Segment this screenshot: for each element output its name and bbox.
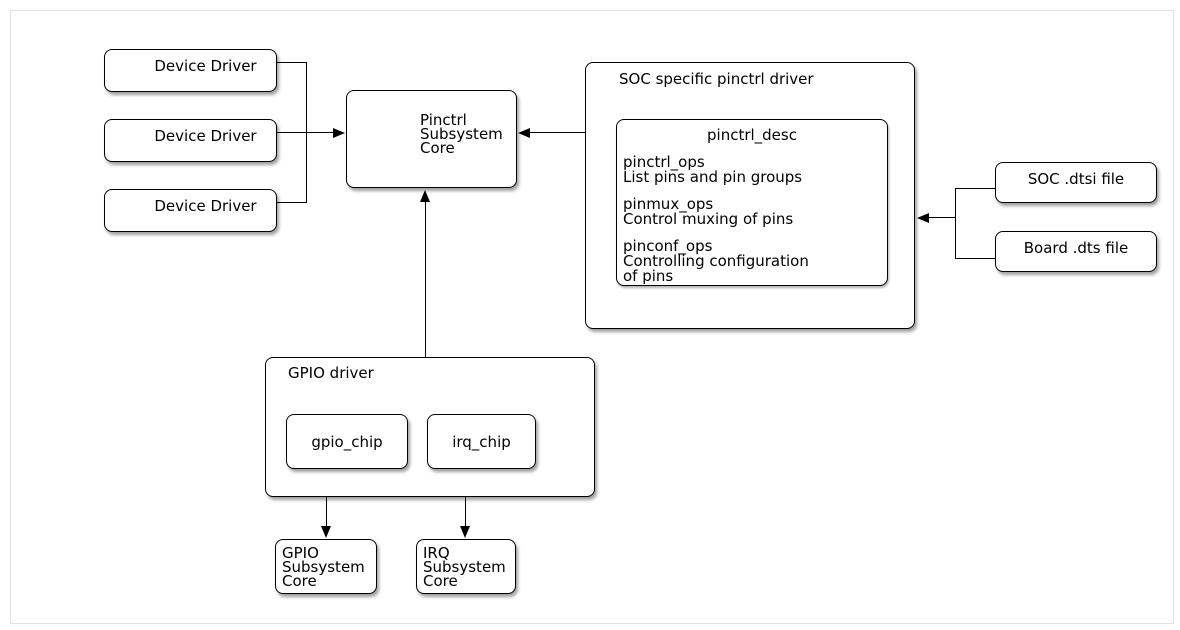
board-dts-file-box: Board .dts file — [995, 231, 1157, 272]
connector-device-driver-3 — [277, 202, 306, 203]
desc-entry-pinctrl-ops: pinctrl_ops List pins and pin groups — [623, 155, 887, 185]
pinctrl-subsystem-core-box: Pinctrl Subsystem Core — [346, 90, 517, 188]
device-driver-label: Device Driver — [154, 127, 257, 145]
arrowhead-into-pinctrl-core-bottom — [420, 190, 430, 202]
gpio-chip-box: gpio_chip — [286, 414, 408, 469]
gpio-driver-box: GPIO driver gpio_chip irq_chip — [265, 357, 595, 497]
arrowhead-into-pinctrl-core-left — [333, 128, 345, 138]
pinctrl-desc-entries: pinctrl_ops List pins and pin groups pin… — [617, 155, 887, 284]
ops-name: pinctrl_ops — [623, 153, 705, 171]
ops-name: pinconf_ops — [623, 237, 713, 255]
gpio-driver-title: GPIO driver — [288, 364, 374, 382]
soc-dtsi-file-box: SOC .dtsi file — [995, 162, 1157, 203]
soc-dtsi-file-label: SOC .dtsi file — [1027, 170, 1125, 188]
connector-gpiochip-to-gpio-core — [326, 468, 327, 526]
desc-entry-pinmux-ops: pinmux_ops Control muxing of pins — [623, 197, 887, 227]
desc-entry-pinconf-ops: pinconf_ops Controlling configuration of… — [623, 239, 887, 284]
device-driver-label: Device Driver — [154, 197, 257, 215]
connector-gpio-to-pinctrl — [425, 202, 426, 357]
ops-name: pinmux_ops — [623, 195, 714, 213]
device-driver-box-1: Device Driver — [104, 49, 277, 92]
arrowhead-into-soc-driver — [917, 213, 929, 223]
connector-dtsi-file — [955, 188, 995, 189]
ops-desc: Control muxing of pins — [623, 210, 794, 228]
connector-files-bracket — [955, 188, 956, 259]
connector-soc-to-pinctrl — [530, 132, 585, 133]
irq-chip-box: irq_chip — [427, 414, 536, 469]
arrowhead-into-gpio-core — [321, 526, 331, 538]
ops-desc: Controlling configuration of pins — [623, 252, 809, 285]
device-driver-label: Device Driver — [154, 57, 257, 75]
device-driver-box-2: Device Driver — [104, 119, 277, 162]
soc-pinctrl-driver-title: SOC specific pinctrl driver — [619, 70, 814, 88]
soc-pinctrl-driver-box: SOC specific pinctrl driver pinctrl_desc… — [585, 62, 915, 329]
board-dts-file-label: Board .dts file — [1023, 239, 1129, 257]
arrowhead-into-pinctrl-core-right — [518, 128, 530, 138]
gpio-chip-label: gpio_chip — [311, 432, 383, 451]
diagram-frame — [10, 10, 1174, 624]
gpio-subsystem-core-box: GPIO Subsystem Core — [275, 539, 377, 594]
irq-chip-label: irq_chip — [452, 432, 511, 451]
arrowhead-into-irq-core — [460, 526, 470, 538]
connector-device-driver-2 — [277, 132, 334, 133]
connector-irqchip-to-irq-core — [465, 468, 466, 526]
irq-subsystem-core-box: IRQ Subsystem Core — [416, 539, 516, 594]
connector-files-to-soc — [929, 217, 955, 218]
connector-dts-file — [955, 258, 995, 259]
ops-desc: List pins and pin groups — [623, 168, 803, 186]
connector-device-driver-1 — [277, 62, 306, 63]
device-driver-box-3: Device Driver — [104, 189, 277, 232]
pinctrl-desc-title: pinctrl_desc — [707, 126, 797, 144]
pinctrl-desc-box: pinctrl_desc pinctrl_ops List pins and p… — [616, 119, 888, 286]
